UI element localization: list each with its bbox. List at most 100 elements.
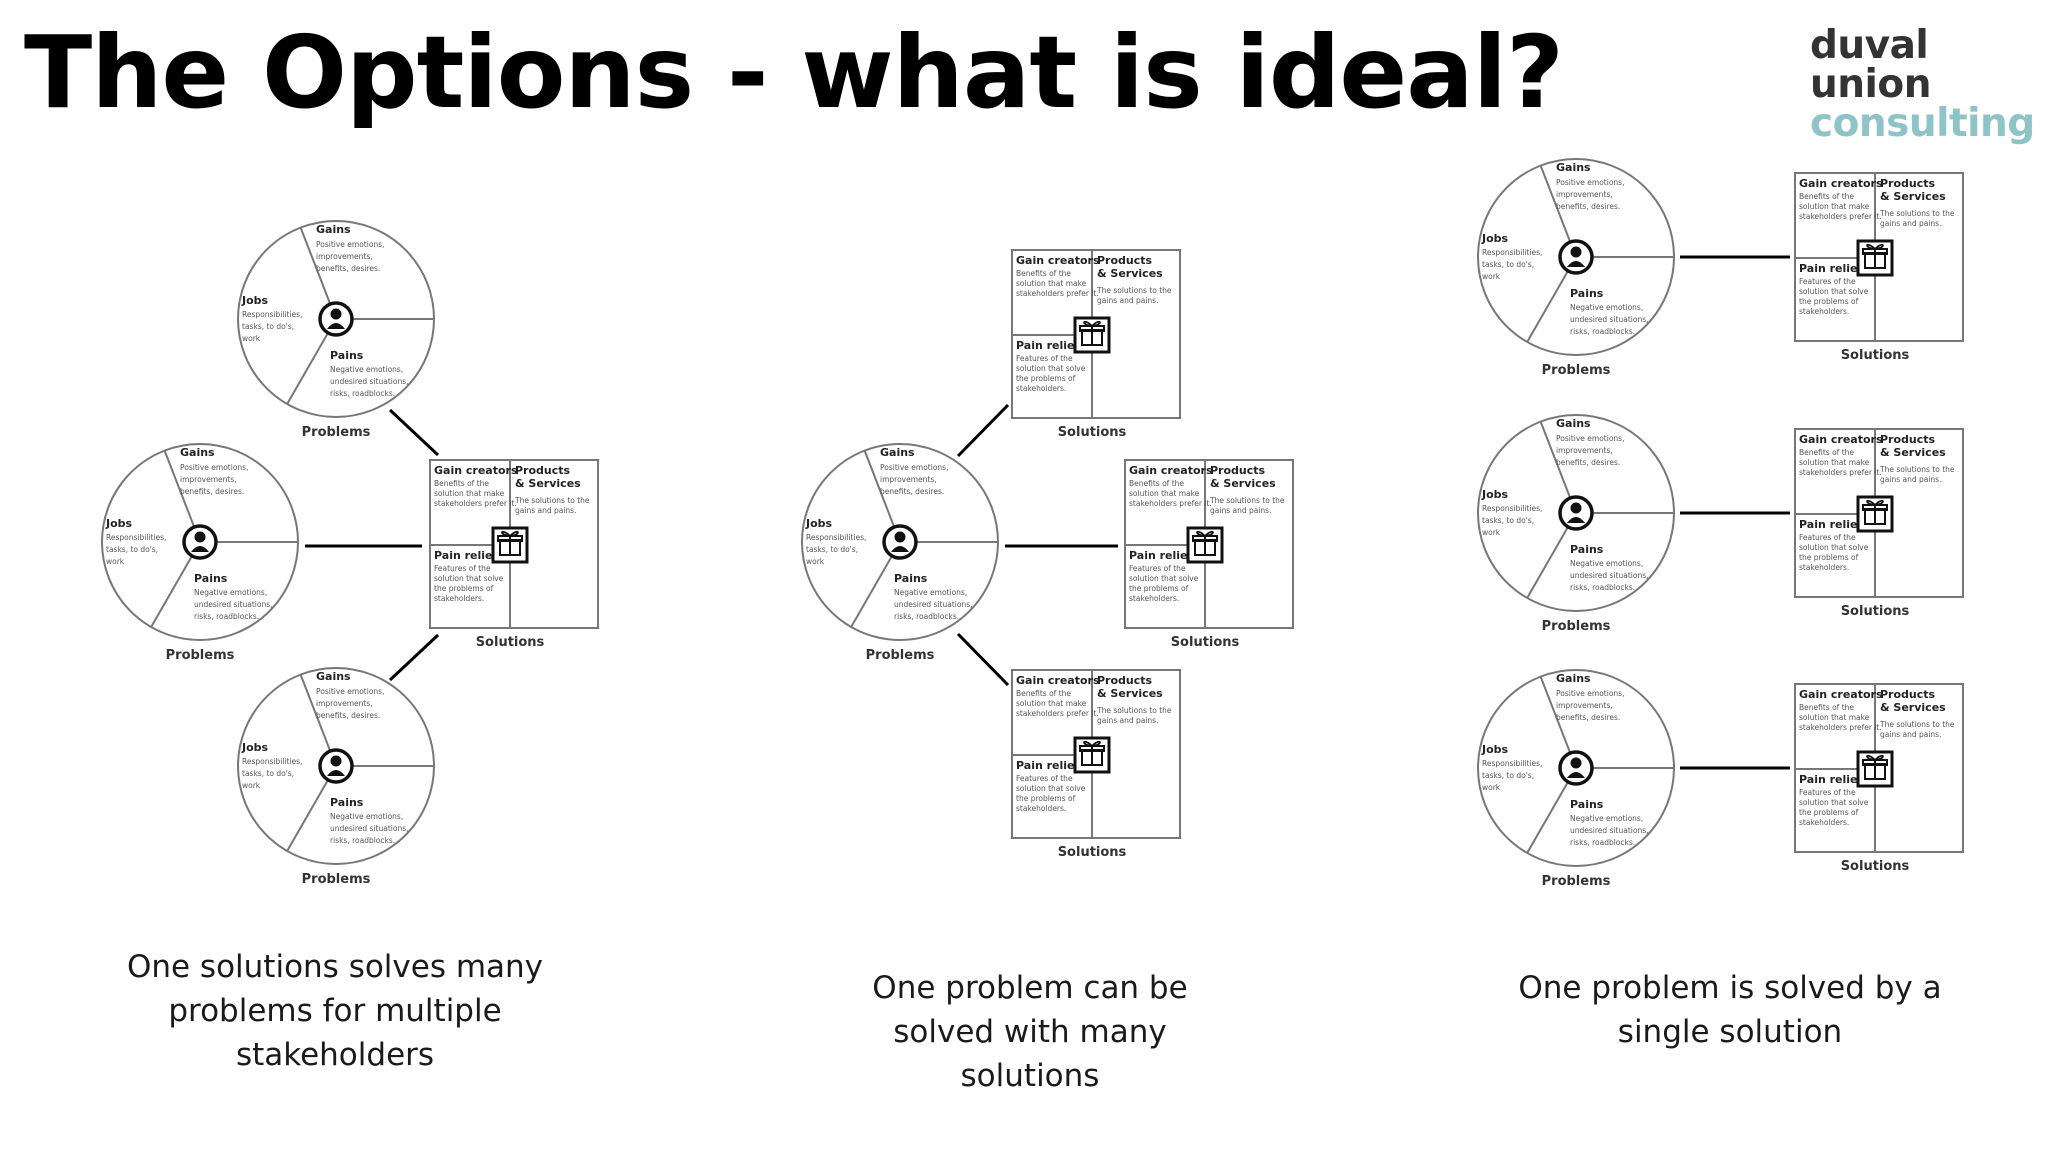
gains-desc: Positive emotions, xyxy=(880,463,948,472)
pains-desc: risks, roadblocks. xyxy=(1570,838,1635,847)
gains-title: Gains xyxy=(1556,672,1591,685)
problems-label: Problems xyxy=(866,648,935,663)
gains-desc: improvements, xyxy=(1556,190,1613,199)
gains-title: Gains xyxy=(1556,417,1591,430)
gain-creators-title: Gain creators xyxy=(1016,254,1100,267)
jobs-desc: tasks, to do's, xyxy=(1482,516,1534,525)
products-services-desc: The solutions to the xyxy=(1096,286,1172,295)
products-services-desc: gains and pains. xyxy=(1880,475,1941,484)
gain-creators-desc: solution that make xyxy=(1799,202,1870,211)
pains-desc: risks, roadblocks. xyxy=(894,612,959,621)
products-services-title: & Services xyxy=(1880,701,1946,714)
pains-desc: Negative emotions, xyxy=(194,588,267,597)
gains-desc: Positive emotions, xyxy=(316,240,384,249)
solutions-label: Solutions xyxy=(1841,859,1910,874)
pains-desc: undesired situations, xyxy=(1570,826,1649,835)
pains-title: Pains xyxy=(330,349,364,362)
gains-desc: Positive emotions, xyxy=(1556,178,1624,187)
gain-creators-desc: stakeholders prefer it. xyxy=(1016,289,1099,298)
gains-title: Gains xyxy=(316,670,351,683)
products-services-desc: The solutions to the xyxy=(514,496,590,505)
gain-creators-desc: stakeholders prefer it. xyxy=(1799,723,1882,732)
gain-creators-desc: solution that make xyxy=(1799,458,1870,467)
jobs-desc: Responsibilities, xyxy=(242,310,302,319)
pains-desc: undesired situations, xyxy=(894,600,973,609)
pains-desc: risks, roadblocks. xyxy=(1570,583,1635,592)
jobs-desc: tasks, to do's, xyxy=(242,769,294,778)
solutions-label: Solutions xyxy=(1171,635,1240,650)
products-services-desc: gains and pains. xyxy=(1097,296,1158,305)
pains-desc: undesired situations, xyxy=(1570,315,1649,324)
person-icon xyxy=(1558,750,1594,786)
products-services-desc: gains and pains. xyxy=(1880,730,1941,739)
products-services-desc: gains and pains. xyxy=(515,506,576,515)
jobs-desc: work xyxy=(242,334,261,343)
gains-desc: benefits, desires. xyxy=(180,487,244,496)
problems-label: Problems xyxy=(166,648,235,663)
gains-desc: benefits, desires. xyxy=(1556,202,1620,211)
gains-title: Gains xyxy=(880,446,915,459)
gift-icon xyxy=(1073,736,1111,774)
products-services-title: & Services xyxy=(1880,190,1946,203)
person-icon xyxy=(882,524,918,560)
pain-relievers-desc: solution that solve xyxy=(1129,574,1199,583)
jobs-desc: work xyxy=(1482,783,1501,792)
gains-title: Gains xyxy=(316,223,351,236)
jobs-desc: work xyxy=(1482,272,1501,281)
caption-option-1: One solutions solves many problems for m… xyxy=(126,949,544,1073)
gain-creators-desc: Benefits of the xyxy=(1799,703,1854,712)
gain-creators-title: Gain creators xyxy=(1799,177,1883,190)
jobs-desc: tasks, to do's, xyxy=(1482,260,1534,269)
gains-desc: benefits, desires. xyxy=(316,264,380,273)
jobs-desc: tasks, to do's, xyxy=(242,322,294,331)
logo-line-2: consulting xyxy=(1810,101,2035,146)
gain-creators-title: Gain creators xyxy=(1799,688,1883,701)
pains-title: Pains xyxy=(1570,798,1604,811)
person-icon xyxy=(182,524,218,560)
gain-creators-desc: solution that make xyxy=(1016,279,1087,288)
pain-relievers-desc: solution that solve xyxy=(1016,784,1086,793)
jobs-desc: Responsibilities, xyxy=(1482,504,1542,513)
pains-desc: undesired situations, xyxy=(194,600,273,609)
products-services-title: & Services xyxy=(515,477,581,490)
gains-desc: Positive emotions, xyxy=(180,463,248,472)
problems-label: Problems xyxy=(1542,619,1611,634)
pains-title: Pains xyxy=(1570,543,1604,556)
gain-creators-desc: Benefits of the xyxy=(1799,448,1854,457)
solutions-label: Solutions xyxy=(476,635,545,650)
gains-desc: Positive emotions, xyxy=(316,687,384,696)
products-services-title: Products xyxy=(1880,688,1936,701)
pain-relievers-desc: stakeholders. xyxy=(1016,804,1066,813)
pain-relievers-desc: solution that solve xyxy=(1799,798,1869,807)
jobs-title: Jobs xyxy=(1481,232,1509,245)
jobs-desc: work xyxy=(1482,528,1501,537)
gain-creators-desc: stakeholders prefer it. xyxy=(1799,468,1882,477)
company-logo: duval union consulting xyxy=(1810,26,2040,143)
pain-relievers-desc: Features of the xyxy=(1016,354,1073,363)
connector-line xyxy=(956,632,1010,687)
jobs-desc: tasks, to do's, xyxy=(806,545,858,554)
gain-creators-desc: solution that make xyxy=(1016,699,1087,708)
products-services-desc: The solutions to the xyxy=(1209,496,1285,505)
gains-desc: benefits, desires. xyxy=(1556,713,1620,722)
pains-desc: risks, roadblocks. xyxy=(330,836,395,845)
jobs-title: Jobs xyxy=(1481,488,1509,501)
gain-creators-desc: Benefits of the xyxy=(1016,269,1071,278)
products-services-desc: The solutions to the xyxy=(1879,209,1955,218)
pains-desc: Negative emotions, xyxy=(894,588,967,597)
person-icon xyxy=(318,748,354,784)
solutions-label: Solutions xyxy=(1841,348,1910,363)
pain-relievers-desc: stakeholders. xyxy=(1799,818,1849,827)
gain-creators-desc: Benefits of the xyxy=(434,479,489,488)
products-services-title: Products xyxy=(1097,674,1153,687)
solutions-label: Solutions xyxy=(1058,425,1127,440)
jobs-desc: work xyxy=(242,781,261,790)
